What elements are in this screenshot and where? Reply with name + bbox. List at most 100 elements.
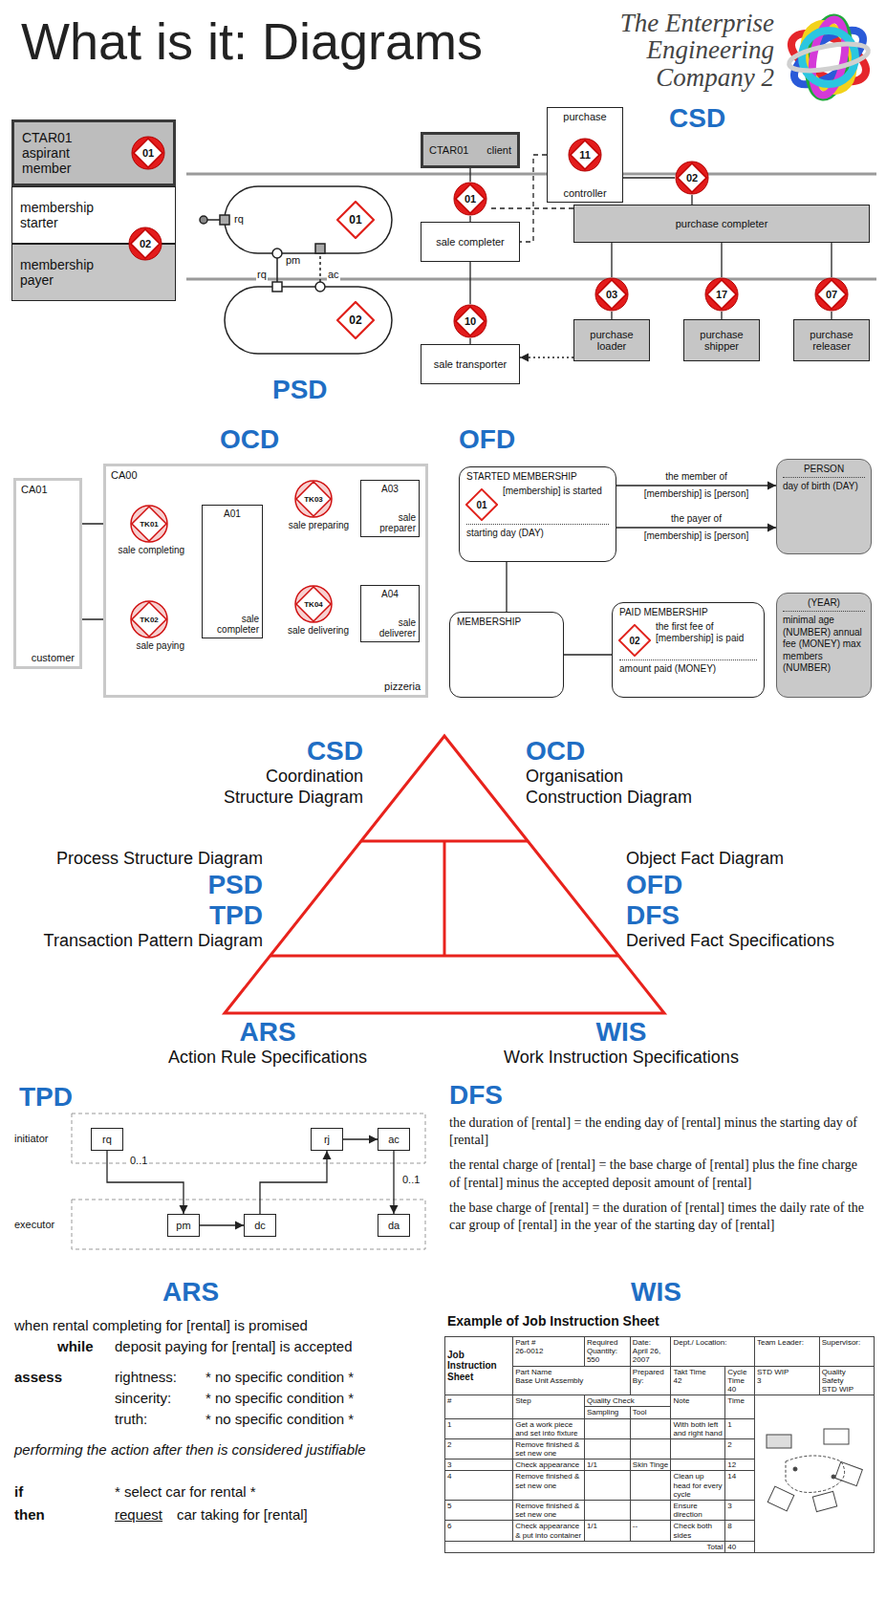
label-group: Process Structure DiagramPSDTPDTransacti… [19, 848, 263, 952]
label-text: truth: [114, 1410, 148, 1429]
label-text: Transaction Pattern Diagram [19, 930, 263, 952]
table-row: Job Instruction SheetPart #26-0012Requir… [445, 1337, 875, 1367]
fact-diamond: 01 [336, 200, 375, 239]
connector [623, 176, 675, 178]
table-row: 3Check appearance1/1Skin Tinge12 [445, 1459, 875, 1471]
transaction-kind: TK03 sale preparing [278, 479, 349, 532]
node-text: 01 [348, 213, 362, 227]
connector [259, 1150, 327, 1214]
table-text: 1 [727, 1420, 753, 1429]
connector [563, 653, 612, 655]
table-cell: Time [725, 1395, 756, 1419]
diagram-code: OFD [458, 424, 516, 455]
table-cell [583, 1418, 630, 1439]
entity-type-box: PERSONday of birth (DAY) [776, 458, 872, 555]
table-cell: Part #26-0012 [513, 1337, 585, 1367]
node-text: sale preparing [278, 519, 349, 532]
label-text: Action Rule Specifications [133, 1047, 402, 1069]
table-text: 1 [447, 1420, 511, 1429]
connector [830, 242, 832, 278]
node-text: purchase completer [675, 217, 769, 230]
edge-label-box: [membership] is [person] [642, 530, 752, 542]
table-text: 4 [447, 1471, 511, 1481]
label-text: assess [14, 1368, 63, 1387]
table-row: 5Remove finished & set new oneEnsure dir… [445, 1500, 875, 1521]
title-box: What is it: Diagrams [21, 13, 483, 70]
label-text: while [57, 1338, 94, 1357]
table-text: Clean up head for every cycle [672, 1471, 723, 1499]
table-cell: Remove finished & set new one [513, 1470, 585, 1501]
label-text: pm [284, 254, 302, 267]
node-text: pm [175, 1219, 191, 1232]
node-text: sale preparer [364, 512, 416, 534]
edge-label-box: the payer of [669, 513, 724, 525]
table-text: -- [632, 1521, 670, 1531]
composite-actor-box: CA00pizzeriaTK01sale completingTK02sale … [103, 463, 429, 698]
table-text: 40 [727, 1542, 753, 1552]
node-text: pizzeria [110, 680, 421, 692]
node-text: purchase releaser [798, 328, 865, 352]
node-text: 02 [139, 237, 152, 250]
table-cell: 5 [445, 1500, 514, 1521]
node-text: sale completer [435, 236, 505, 248]
table-cell: Remove finished & set new one [513, 1500, 585, 1521]
table-text: 26-0012 [515, 1346, 583, 1356]
label-box: rq [256, 268, 268, 281]
table-text: 6 [447, 1521, 511, 1531]
table-cell: Quality Check [583, 1395, 671, 1407]
table-cell: Tool [629, 1406, 671, 1419]
label-box: TPD [19, 1081, 73, 1113]
connector [830, 311, 832, 320]
table-cell [583, 1438, 630, 1459]
connector [720, 242, 722, 278]
transaction-symbol: 10 [453, 303, 488, 339]
transaction-lane [71, 1113, 426, 1164]
node-text: STARTED MEMBERSHIP [466, 471, 609, 482]
node-text: customer [21, 651, 75, 664]
transaction-symbol: 02 [674, 160, 710, 195]
node-text: MEMBERSHIP [456, 616, 557, 627]
label-text: sincerity: [114, 1389, 172, 1408]
transaction-symbol: 02 [128, 226, 163, 261]
table-cell: Remove finished & set new one [513, 1438, 585, 1459]
entity-type-box: STARTED MEMBERSHIP[membership] is starte… [458, 466, 617, 562]
process-structure [319, 253, 322, 282]
transaction-lane [71, 1199, 426, 1250]
table-cell: Total [445, 1540, 726, 1553]
node-text: 07 [825, 288, 838, 301]
node-text: A01 [223, 508, 241, 519]
table-row: 6Check appearance & put into container1/… [445, 1520, 875, 1541]
label-box: ac [326, 268, 341, 281]
table-cell: Check both sides [670, 1520, 726, 1541]
table-text: 3 [756, 1376, 818, 1385]
connector [469, 168, 471, 182]
table-text: Get a work piece and set into fixture [515, 1420, 583, 1438]
node-text: TK04 [303, 600, 324, 609]
table-text: 1/1 [586, 1460, 628, 1470]
table-cell: -- [629, 1520, 671, 1541]
transaction-kind-symbol: TK04 [294, 584, 333, 624]
label-box: pm [284, 254, 302, 267]
process-structure [224, 286, 392, 354]
table-text: Quality [821, 1367, 872, 1377]
table-cell: 3 [725, 1500, 756, 1521]
label-box: 0..1 [129, 1154, 149, 1167]
node-text: membership payer [20, 257, 120, 288]
label-text: The Enterprise Engineering Company 2 [573, 9, 775, 91]
node-text: TK03 [303, 495, 324, 504]
label-text: * select car for rental * [114, 1483, 257, 1502]
node-text: 03 [605, 288, 618, 301]
table-text: Remove finished & set new one [515, 1471, 583, 1490]
node-text: rj [324, 1133, 330, 1146]
node-text: TK01 [139, 519, 159, 529]
node-text: purchase shipper [688, 328, 756, 352]
table-cell: Note [670, 1395, 726, 1419]
diagram-code: TPD [19, 1081, 73, 1113]
table-text: 12 [727, 1460, 753, 1470]
table-cell: Dept./ Location: [670, 1337, 756, 1367]
table-cell: 4 [445, 1470, 514, 1501]
table-row: 4 Remove finished & set new one Clean up h… [445, 1470, 875, 1501]
transaction-kind: TK02sale paying [113, 600, 185, 652]
logo-knot [783, 14, 873, 101]
process-structure [207, 218, 220, 221]
